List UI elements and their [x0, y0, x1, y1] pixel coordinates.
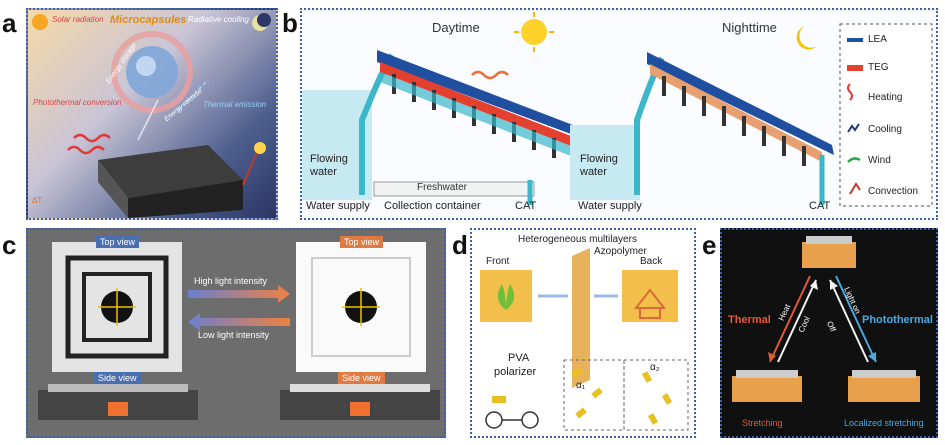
lea-swatch — [847, 38, 863, 42]
panel-d-label: d — [452, 230, 468, 260]
teg-swatch — [847, 65, 863, 71]
sun-icon — [32, 14, 48, 30]
microcapsules-label: Microcapsules — [110, 14, 187, 26]
film-localized — [848, 376, 920, 402]
thermal-emission-label: Thermal emission — [203, 100, 267, 109]
side-view-right-label: Side view — [338, 372, 385, 384]
panel-b-label: b — [282, 8, 298, 38]
convection-icon — [849, 182, 861, 195]
solar-radiation-label: Solar radiation — [52, 15, 104, 24]
lotus-icon — [497, 284, 515, 310]
top-view-left-label: Top view — [96, 236, 140, 248]
device-fins — [128, 180, 243, 218]
water-tank-night — [570, 125, 640, 200]
cat-day-label: CAT — [515, 200, 537, 212]
water-supply-day: Water supply — [306, 200, 370, 212]
pva-label: PVA — [508, 352, 530, 364]
panel-a-label: a — [2, 8, 17, 38]
panel-a-illustration — [32, 13, 271, 218]
bulb-icon — [254, 142, 266, 154]
collection-container — [373, 181, 535, 197]
nighttime-title: Nighttime — [722, 20, 777, 35]
solar-wave-icon — [67, 145, 105, 155]
low-intensity-label: Low light intensity — [198, 330, 270, 340]
heat-arrow — [769, 275, 811, 363]
heating-icon — [847, 83, 853, 101]
microcapsule-shell — [111, 31, 193, 113]
flowing-water-day: Flowing water — [310, 153, 348, 178]
stretching-label: Stretching — [742, 418, 783, 428]
panel-d-illustration — [480, 248, 689, 431]
panel-e-label: e — [702, 230, 717, 260]
freshwater-label: Freshwater — [417, 182, 468, 193]
legend-wind: Wind — [868, 155, 891, 166]
alpha2-label: α₂ — [650, 362, 660, 373]
azopolymer-label: Azopolymer — [594, 246, 647, 257]
panel-b: Daytime Nighttime Flowing water Water su… — [300, 8, 938, 220]
legend-heating: Heating — [868, 92, 903, 103]
top-view-right-label: Top view — [340, 236, 384, 248]
high-intensity-arrow — [188, 285, 290, 303]
cool-arrow — [777, 279, 817, 363]
low-intensity-arrow — [188, 313, 290, 331]
device-top — [98, 145, 243, 198]
front-label: Front — [486, 256, 510, 267]
sun-icon — [521, 19, 547, 45]
multilayers-title: Heterogeneous multilayers — [518, 234, 637, 245]
solar-wave-icon — [471, 70, 509, 80]
panel-d: Heterogeneous multilayers Azopolymer Fro… — [470, 228, 696, 438]
panel-b-illustration — [302, 12, 933, 207]
front-image — [480, 270, 532, 322]
off-arrow — [829, 279, 869, 363]
teg-layer — [380, 62, 602, 158]
polarizer-label: polarizer — [494, 366, 537, 378]
back-image — [622, 270, 678, 322]
legend-lea: LEA — [868, 34, 887, 45]
radiative-cooling-label: Radiative cooling — [188, 15, 249, 24]
localized-stretching-label: Localized stretching — [844, 418, 924, 428]
legend-box — [839, 23, 933, 207]
photothermal-label: Photothermal conversion — [33, 98, 122, 107]
photothermal-label: Photothermal — [862, 314, 933, 326]
moon-icon — [796, 26, 817, 50]
legend-cooling: Cooling — [868, 124, 902, 135]
wind-icon — [847, 157, 861, 163]
legend-convection: Convection — [868, 186, 919, 197]
cooling-icon — [847, 123, 860, 133]
azo-molecule-icon — [492, 396, 506, 403]
panel-e-illustration — [732, 236, 920, 402]
film-top — [802, 242, 856, 268]
delta-t-label: ΔT — [32, 196, 43, 205]
cat-night-label: CAT — [809, 200, 831, 212]
high-intensity-label: High light intensity — [194, 276, 268, 286]
lea-layer — [377, 50, 614, 150]
flowing-water-night: Flowing water — [580, 153, 618, 178]
daytime-title: Daytime — [432, 20, 480, 35]
thermal-label: Thermal — [728, 314, 771, 326]
panel-c-illustration — [38, 242, 440, 420]
back-label: Back — [640, 256, 663, 267]
water-supply-night: Water supply — [578, 200, 642, 212]
side-view-left-label: Side view — [94, 372, 141, 384]
film-layer — [572, 248, 590, 388]
panel-a: Solar radiation Microcapsules Radiative … — [26, 8, 278, 220]
alpha1-label: α₁ — [576, 380, 586, 391]
collection-container-label: Collection container — [384, 200, 481, 212]
panel-c-label: c — [2, 230, 17, 260]
panel-e: Thermal Photothermal Heat Cool Light on … — [720, 228, 938, 438]
legend-teg: TEG — [868, 62, 889, 73]
light-on-arrow — [835, 275, 877, 363]
panel-c: Top view Top view High light intensity L… — [26, 228, 446, 438]
film-stretch — [732, 376, 802, 402]
